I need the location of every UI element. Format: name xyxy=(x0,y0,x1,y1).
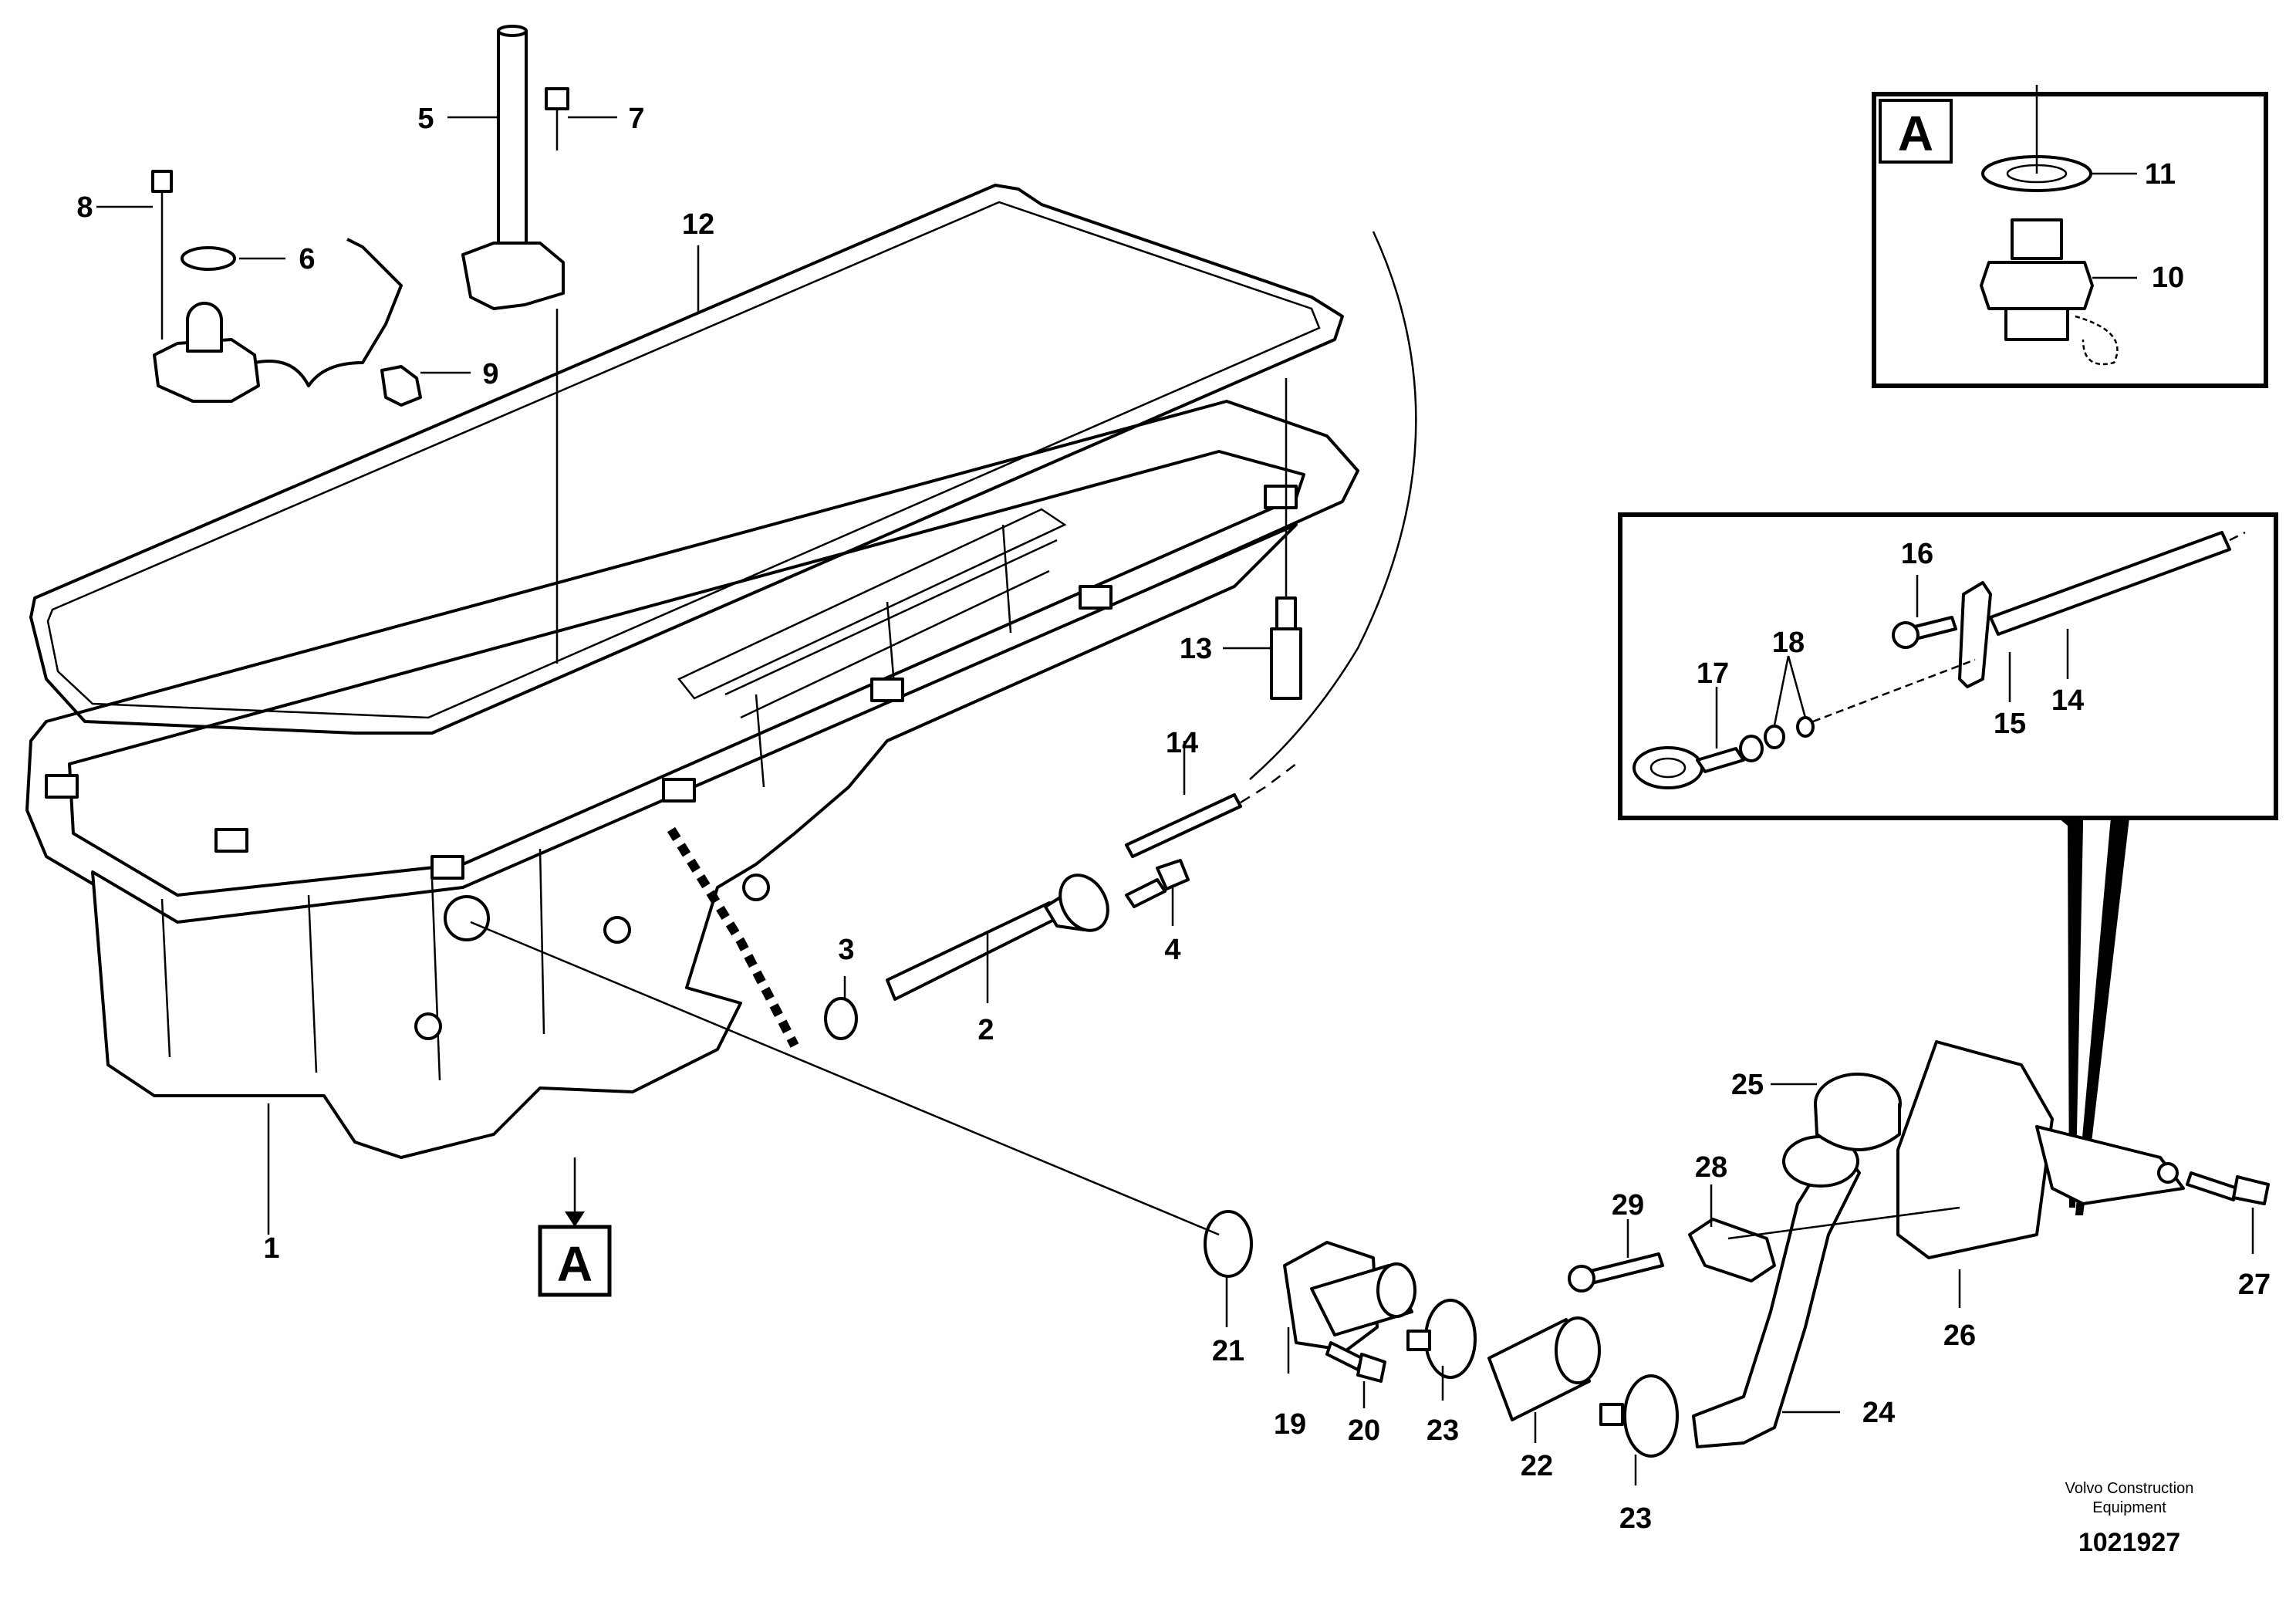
label-11: 11 xyxy=(2145,158,2176,191)
label-4: 4 xyxy=(1164,934,1180,966)
label-18: 18 xyxy=(1772,627,1805,659)
hose-clamp-23a xyxy=(1406,1299,1477,1379)
callout-a-label: A xyxy=(557,1236,593,1292)
dipstick-tube-2 xyxy=(886,874,1109,1001)
connector-line-drain xyxy=(470,921,1220,1236)
label-12: 12 xyxy=(682,208,714,241)
bolt-20 xyxy=(1325,1341,1386,1383)
label-20: 20 xyxy=(1348,1414,1380,1447)
view-a-callout: A xyxy=(538,1157,612,1297)
label-14-detail: 14 xyxy=(2051,684,2084,717)
label-23-a: 23 xyxy=(1427,1414,1459,1447)
footer-company-line2: Equipment xyxy=(2092,1499,2166,1516)
filler-flange-19 xyxy=(1283,1241,1416,1352)
label-16: 16 xyxy=(1901,538,1933,570)
hose-clamp-23b xyxy=(1599,1374,1679,1458)
o-ring-6 xyxy=(181,246,236,271)
filler-tube-24 xyxy=(1692,1135,1861,1448)
bolt-27 xyxy=(2186,1171,2270,1205)
o-ring-21 xyxy=(1204,1210,1253,1278)
label-5: 5 xyxy=(417,103,434,135)
bolt-8 xyxy=(151,170,173,340)
detail-box-a: A xyxy=(1872,85,2268,388)
leader-lines xyxy=(96,116,2254,1485)
label-26: 26 xyxy=(1943,1320,1976,1352)
o-ring-3 xyxy=(824,997,858,1040)
label-29: 29 xyxy=(1612,1189,1644,1222)
label-22: 22 xyxy=(1521,1450,1553,1482)
bolt-4 xyxy=(1125,859,1190,908)
detail-a-label: A xyxy=(1898,106,1933,161)
label-15: 15 xyxy=(1994,708,2026,740)
footer: Volvo Construction Equipment 1021927 xyxy=(2065,1480,2194,1557)
cap-25 xyxy=(1814,1073,1902,1151)
label-21: 21 xyxy=(1212,1335,1244,1367)
label-14-main: 14 xyxy=(1166,727,1198,759)
label-19: 19 xyxy=(1274,1408,1306,1441)
label-17: 17 xyxy=(1697,657,1729,690)
oil-pan-gasket xyxy=(29,184,1344,735)
part-labels: 1 2 3 4 5 6 7 8 9 10 11 12 13 14 14 15 1… xyxy=(76,103,2271,1535)
bolt-29 xyxy=(1568,1252,1664,1293)
footer-company-line1: Volvo Construction xyxy=(2065,1480,2194,1497)
label-7: 7 xyxy=(628,103,644,135)
label-9: 9 xyxy=(482,358,498,390)
bracket-26 xyxy=(1896,1040,2185,1259)
dipstick-14 xyxy=(1125,763,1297,858)
oil-level-sensor xyxy=(153,238,403,403)
label-2: 2 xyxy=(977,1014,994,1046)
hose-22 xyxy=(1487,1316,1601,1421)
clip-28 xyxy=(1688,1218,1776,1282)
label-8: 8 xyxy=(76,191,93,224)
label-6: 6 xyxy=(299,243,315,275)
dipstick-guide-tube xyxy=(461,25,565,310)
label-1: 1 xyxy=(263,1232,279,1265)
detail-box-dipstick xyxy=(1618,512,2278,1215)
label-25: 25 xyxy=(1731,1069,1764,1101)
dashed-oil-route xyxy=(667,826,799,1048)
label-24: 24 xyxy=(1862,1397,1895,1429)
connector-line-bracket xyxy=(1727,1206,1960,1240)
bolt-7 xyxy=(545,87,569,664)
label-23-b: 23 xyxy=(1619,1502,1652,1535)
label-13: 13 xyxy=(1180,633,1212,665)
label-27: 27 xyxy=(2238,1269,2271,1301)
drain-plug-13 xyxy=(1270,378,1302,700)
label-3: 3 xyxy=(838,934,854,966)
dipstick-path-arc xyxy=(1249,231,1417,780)
clip-9 xyxy=(380,365,422,407)
label-10: 10 xyxy=(2152,262,2184,294)
oil-pan xyxy=(25,400,1359,1159)
label-28: 28 xyxy=(1695,1151,1727,1184)
drawing-number: 1021927 xyxy=(2078,1528,2180,1557)
